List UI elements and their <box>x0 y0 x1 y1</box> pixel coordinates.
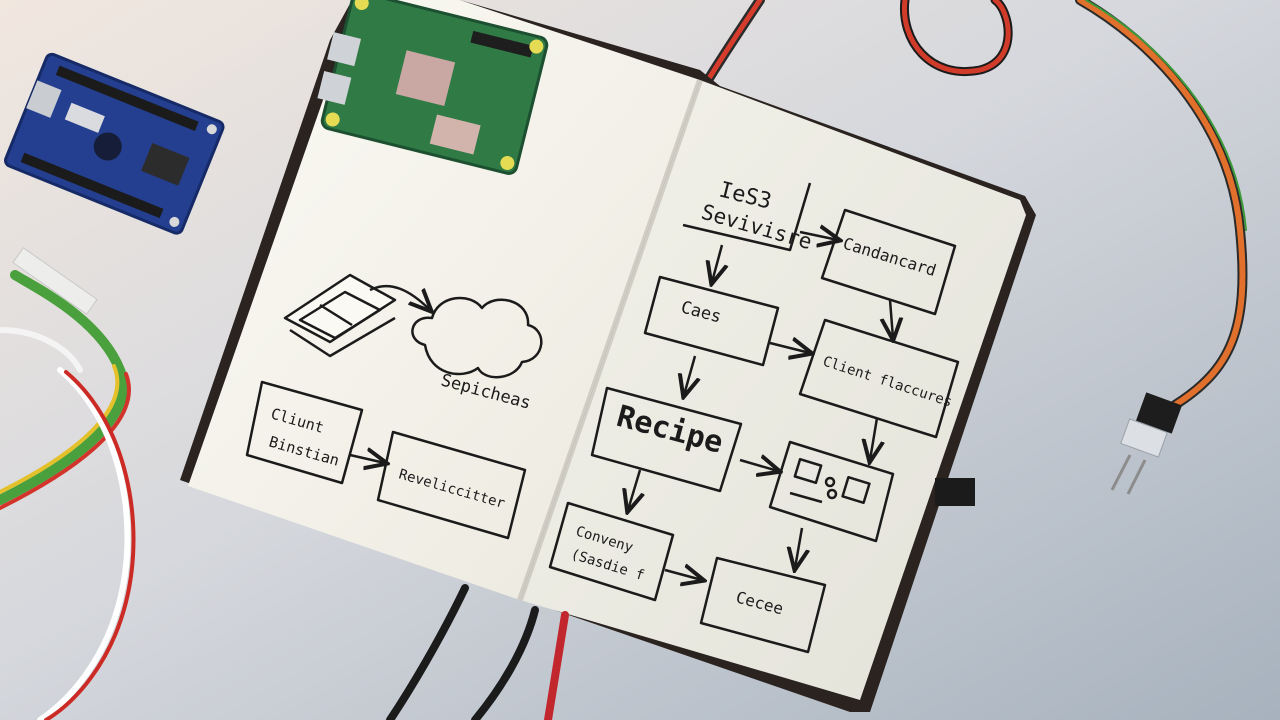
left-page <box>188 0 700 600</box>
client-box-sketch <box>245 380 364 485</box>
left-page-sketch <box>245 273 543 540</box>
box-client <box>798 318 960 439</box>
box-service <box>548 501 675 602</box>
bookmark-ribbons <box>386 584 569 720</box>
right-page-flowchart <box>548 182 960 654</box>
computer-sketch-icon <box>283 273 397 358</box>
notebook <box>180 0 1036 720</box>
box-cases <box>643 275 780 367</box>
box-right-top <box>820 208 957 316</box>
single-board-computer-top <box>317 0 549 175</box>
ribbon-cable-right <box>700 0 1248 410</box>
receiver-box-sketch <box>376 430 527 540</box>
box-device <box>768 440 895 543</box>
microcontroller-board-left <box>4 52 225 235</box>
box-cebe <box>699 556 827 654</box>
box-recipe <box>590 386 743 493</box>
cloud-sketch-icon <box>411 296 543 379</box>
ribbon-cable-left <box>0 247 136 720</box>
pin-connector <box>1110 392 1182 495</box>
notebook-elastic-tab <box>935 478 975 506</box>
device-icons <box>789 457 871 505</box>
